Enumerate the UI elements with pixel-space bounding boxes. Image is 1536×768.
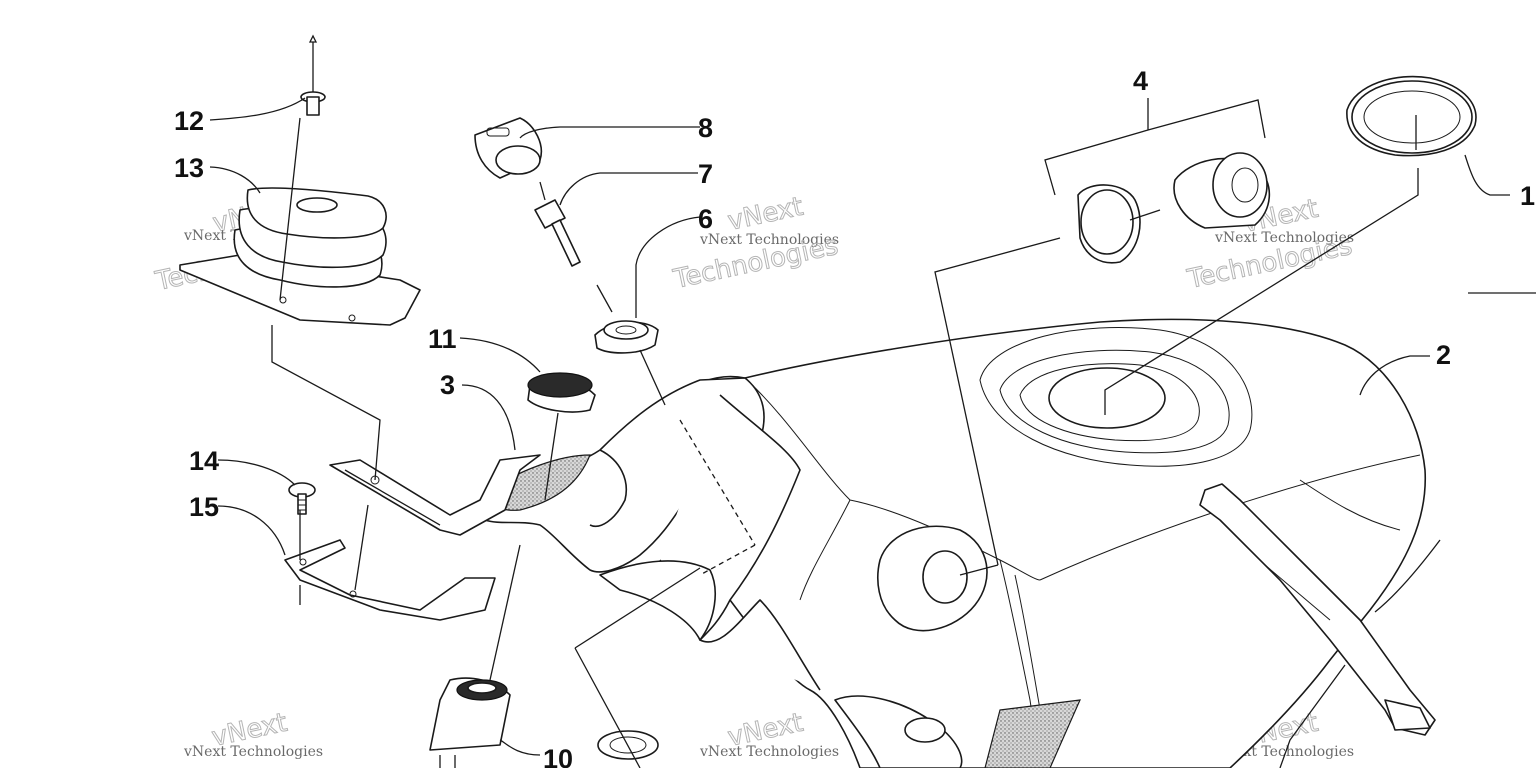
callout-14: 14 <box>189 446 219 476</box>
callout-3: 3 <box>440 370 455 400</box>
watermark-text: vNext Technologies <box>183 744 323 760</box>
watermark-logo: vNext <box>725 192 806 237</box>
callout-13: 13 <box>174 153 204 183</box>
cap-11 <box>527 372 596 413</box>
callout-12: 12 <box>174 106 204 136</box>
callout-11: 11 <box>428 324 457 354</box>
watermark-text: vNext Technologies <box>699 232 839 248</box>
rivet-12 <box>300 34 326 116</box>
callout-4: 4 <box>1133 66 1148 96</box>
callout-2: 2 <box>1436 340 1451 370</box>
callout-1: 1 <box>1520 181 1535 211</box>
boot-13 <box>179 187 421 326</box>
leader-lines <box>209 97 1536 768</box>
dash-panel <box>479 377 821 691</box>
nut-6 <box>594 320 659 354</box>
bolt-14 <box>288 482 316 515</box>
callout-6: 6 <box>698 204 713 234</box>
callout-10: 10 <box>543 744 573 768</box>
watermark-text: vNext Technologies <box>699 744 839 760</box>
tank-cover <box>664 318 1427 768</box>
mount-plate-3 <box>329 454 541 536</box>
ignition-switch-10 <box>429 677 511 768</box>
callout-15: 15 <box>189 492 219 522</box>
fuel-cap-assy-4 <box>1077 152 1271 264</box>
watermark-4: vNext vNext Technologies <box>183 707 323 760</box>
callout-7: 7 <box>698 159 713 189</box>
key-fob-8 <box>474 117 542 179</box>
callout-8: 8 <box>698 113 713 143</box>
bracket-15 <box>284 539 496 621</box>
watermark-2: vNext vNext Technologies Technologies <box>670 191 842 295</box>
watermark-text: vNext Technologies <box>1214 230 1354 246</box>
grab-handle <box>1199 483 1436 736</box>
ring-nut-1 <box>1346 75 1477 157</box>
watermark-5: vNext vNext Technologies <box>699 707 839 760</box>
key-7 <box>534 199 581 267</box>
